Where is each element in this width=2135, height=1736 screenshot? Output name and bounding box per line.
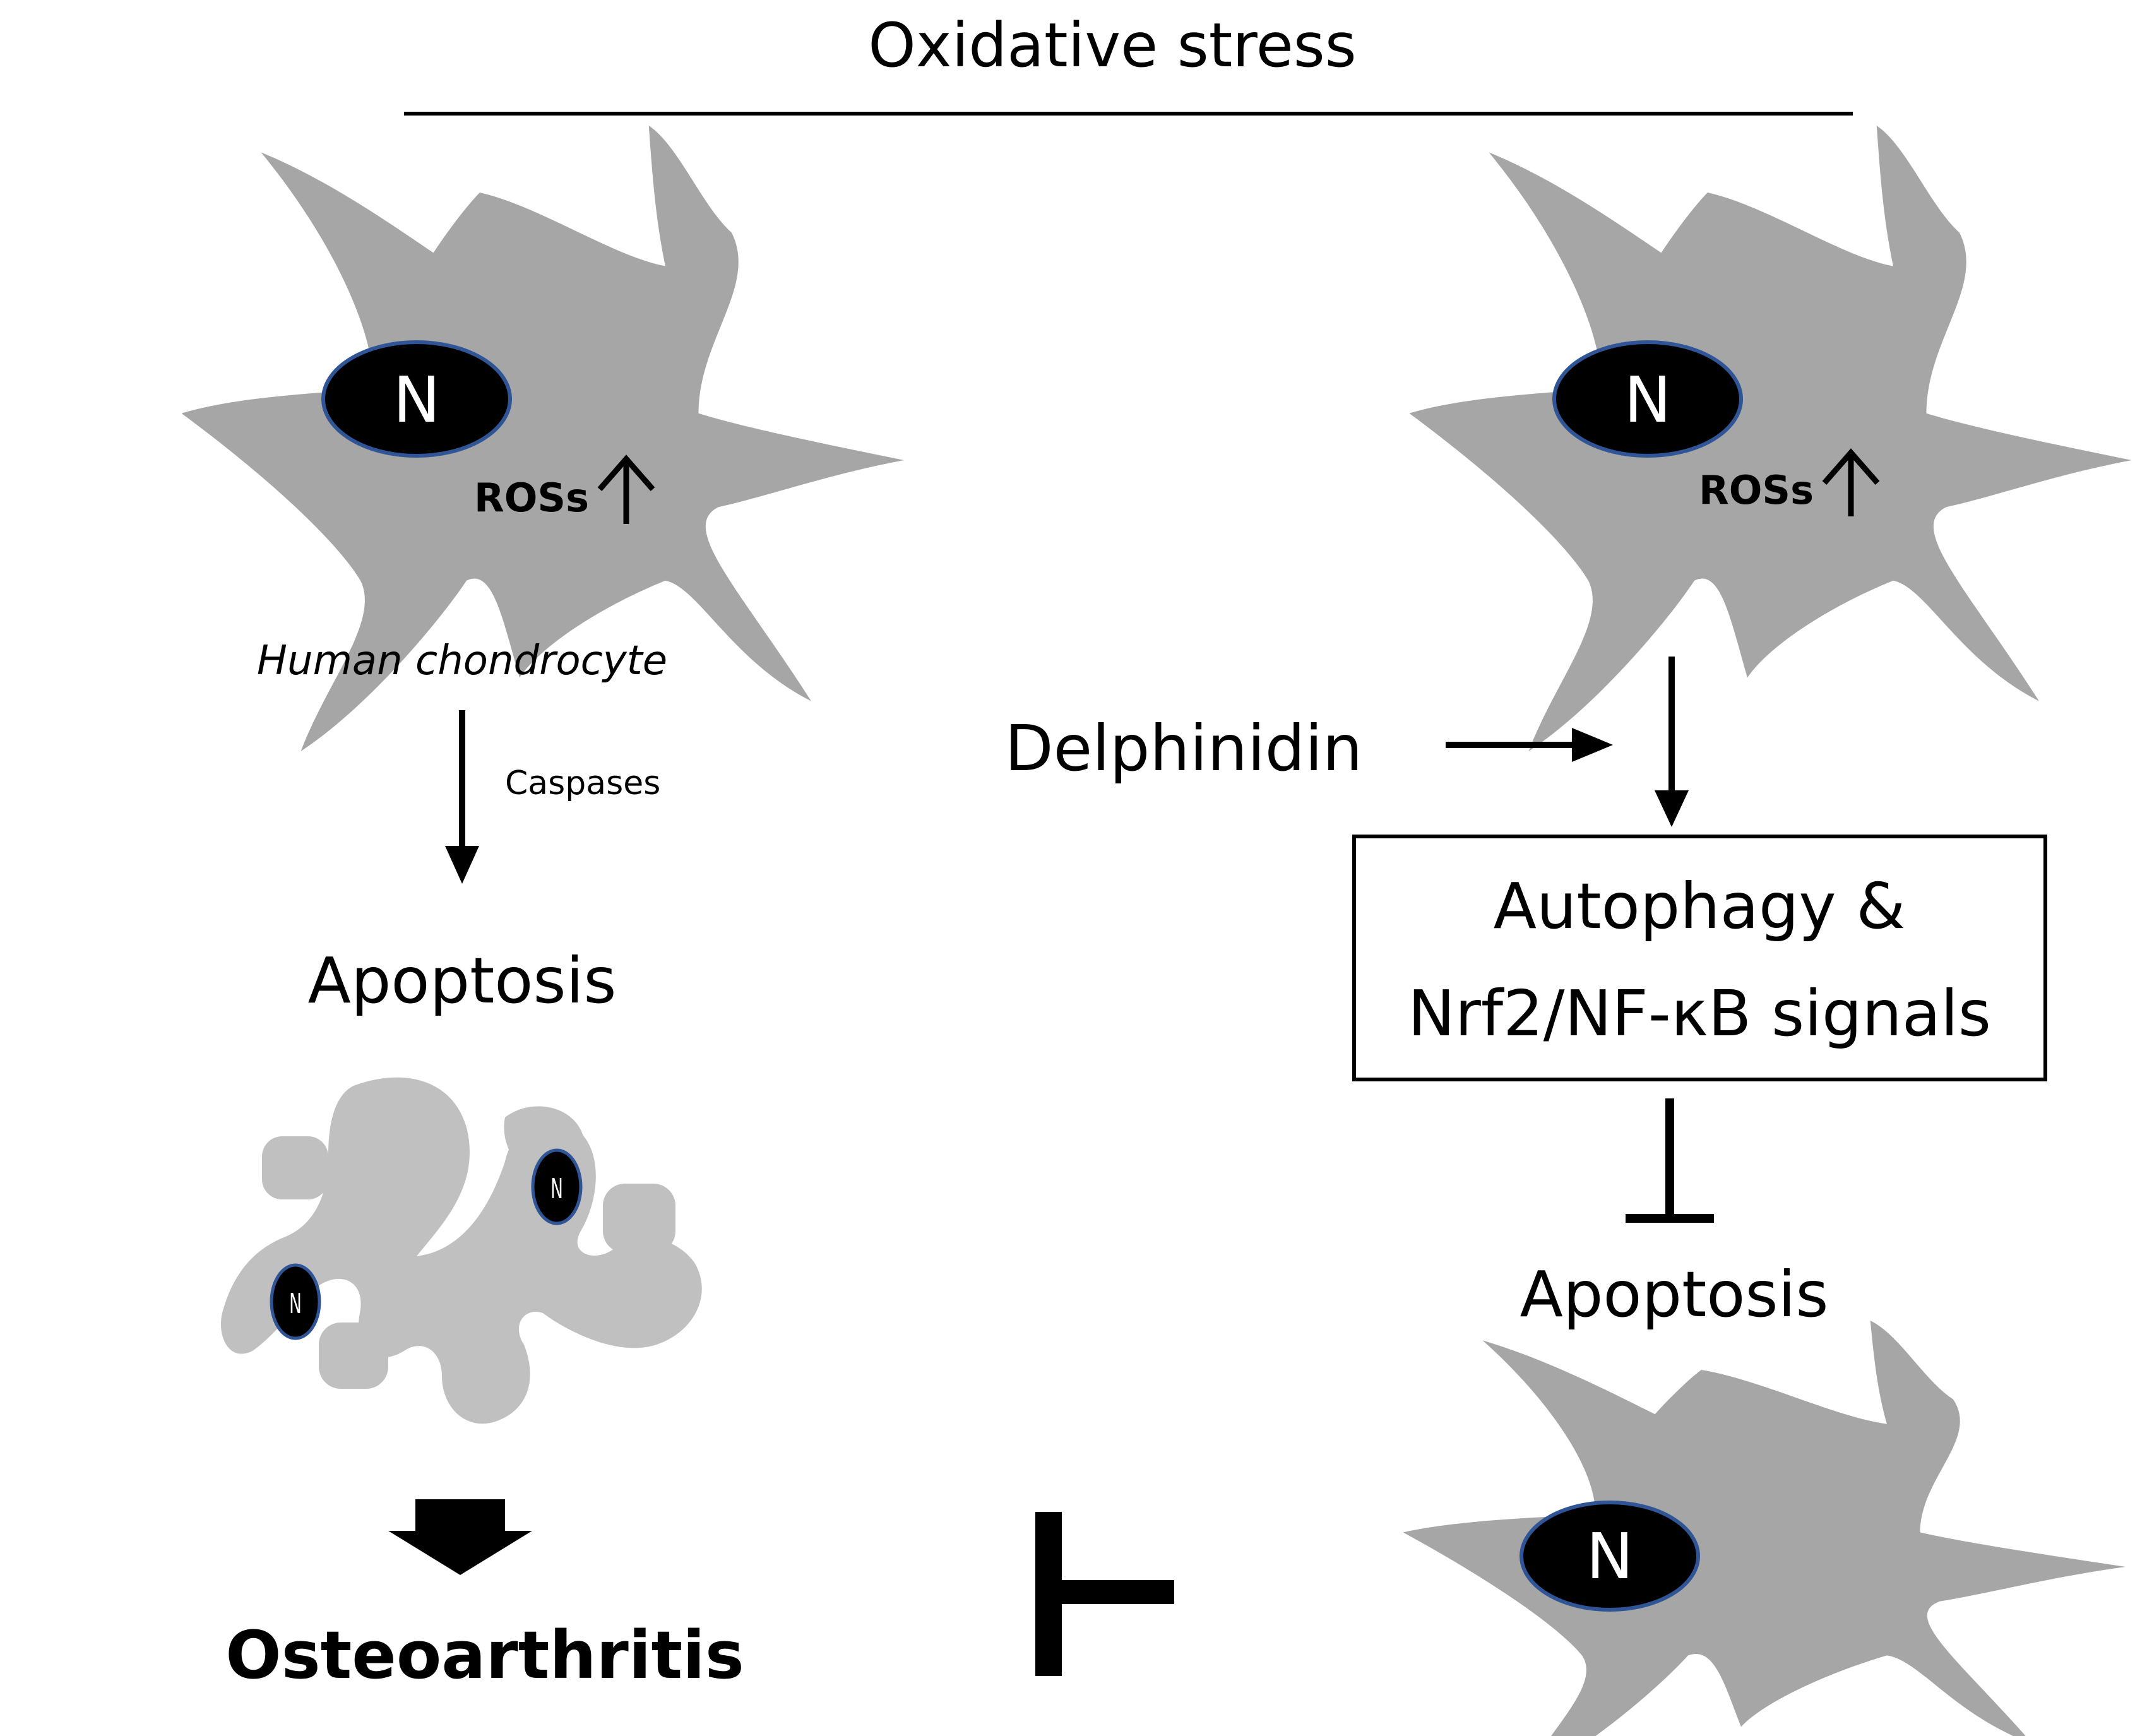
nucleus-right-top [1552, 340, 1743, 458]
nucleus-right-bottom [1519, 1501, 1700, 1612]
ros-up-arrow-icon-right [1822, 448, 1880, 516]
inhibition-symbol-osteoarthritis [1035, 1512, 1174, 1676]
down-arrow-to-signals [1655, 657, 1689, 827]
apoptosis-label-left: Apoptosis [308, 944, 617, 1018]
apoptosis-label-right: Apoptosis [1520, 1257, 1829, 1331]
signals-box-line1: Autophagy & [1494, 869, 1906, 943]
delphinidin-arrow [1446, 728, 1613, 762]
apoptotic-cell [221, 1077, 702, 1424]
cell-name-label: Human chondrocyte [257, 638, 667, 684]
caspases-label: Caspases [505, 764, 660, 802]
ros-label-right: ROSs [1699, 467, 1814, 513]
nucleus-left [321, 340, 512, 458]
caspases-arrow [445, 710, 479, 884]
block-arrow-down-icon [388, 1499, 532, 1575]
title-oxidative-stress: Oxidative stress [868, 10, 1357, 81]
chondrocyte-cell-right-healthy [1403, 1321, 2126, 1736]
signals-box-line2: Nrf2/NF-κB signals [1408, 977, 1991, 1050]
nucleus-label-left: N [393, 363, 441, 437]
delphinidin-label: Delphinidin [1005, 711, 1363, 785]
nucleus-label-right-bottom: N [1586, 1519, 1634, 1593]
nucleus-label-right-top: N [1624, 363, 1672, 437]
apoptotic-nucleus-label-2: N [289, 1287, 302, 1320]
apoptotic-nucleus-label-1: N [550, 1172, 563, 1205]
osteoarthritis-label: Osteoarthritis [225, 1617, 744, 1694]
inhibition-symbol-apoptosis [1626, 1098, 1714, 1223]
ros-up-arrow-icon-left [597, 455, 655, 524]
signals-box [1352, 835, 2047, 1081]
apoptotic-nucleus-2 [270, 1263, 321, 1340]
chondrocyte-cell-right-stressed [1409, 126, 2132, 752]
apoptotic-nucleus-1 [531, 1148, 583, 1225]
ros-label-left: ROSs [474, 475, 589, 521]
